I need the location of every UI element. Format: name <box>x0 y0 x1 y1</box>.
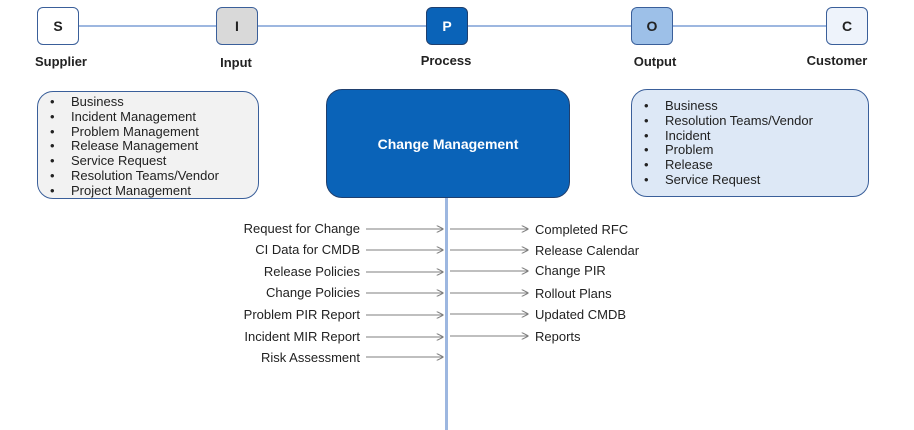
output-label: Release Calendar <box>535 243 640 258</box>
list-item: Release <box>632 157 868 173</box>
stage-supplier-label: Supplier <box>34 54 87 69</box>
output-label: Updated CMDB <box>535 307 627 322</box>
stage-process-label: Process <box>420 53 472 68</box>
list-item: Resolution Teams/Vendor <box>38 168 258 184</box>
input-label: Change Policies <box>266 285 360 300</box>
output-label: Reports <box>535 329 581 344</box>
list-item: Problem <box>632 143 868 158</box>
list-item: Release Management <box>38 139 258 154</box>
supplier-list: Business Incident Management Problem Man… <box>38 94 258 199</box>
stage-customer-label: Customer <box>806 53 868 68</box>
input-label: CI Data for CMDB <box>255 242 360 257</box>
list-item: Resolution Teams/Vendor <box>632 113 868 129</box>
output-label: Completed RFC <box>535 222 629 237</box>
list-item: Incident Management <box>38 109 258 125</box>
stage-input-box: I <box>216 7 258 45</box>
stage-customer-box: C <box>826 7 868 45</box>
input-label: Incident MIR Report <box>244 329 360 344</box>
process-box: Change Management <box>326 89 570 198</box>
stage-process-box: P <box>426 7 468 45</box>
output-label: Rollout Plans <box>535 286 612 301</box>
list-item: Business <box>38 94 258 110</box>
customer-list-box: Business Resolution Teams/Vendor Inciden… <box>631 89 869 197</box>
process-vertical-line <box>445 198 448 430</box>
list-item: Business <box>632 98 868 114</box>
input-label: Request for Change <box>243 221 360 236</box>
stage-supplier-box: S <box>37 7 79 45</box>
list-item: Incident <box>632 128 868 144</box>
process-title: Change Management <box>377 135 519 152</box>
customer-list: Business Resolution Teams/Vendor Inciden… <box>632 98 868 188</box>
input-label: Problem PIR Report <box>243 307 360 322</box>
list-item: Service Request <box>632 172 868 188</box>
input-label: Release Policies <box>263 264 360 279</box>
list-item: Problem Management <box>38 124 258 140</box>
list-item: Service Request <box>38 153 258 169</box>
stage-input-label: Input <box>220 55 252 70</box>
supplier-list-box: Business Incident Management Problem Man… <box>37 91 259 199</box>
input-label: Risk Assessment <box>261 350 360 365</box>
list-item: Project Management <box>38 183 258 199</box>
stage-output-label: Output <box>633 54 677 69</box>
output-label: Change PIR <box>535 263 606 278</box>
stage-output-box: O <box>631 7 673 45</box>
